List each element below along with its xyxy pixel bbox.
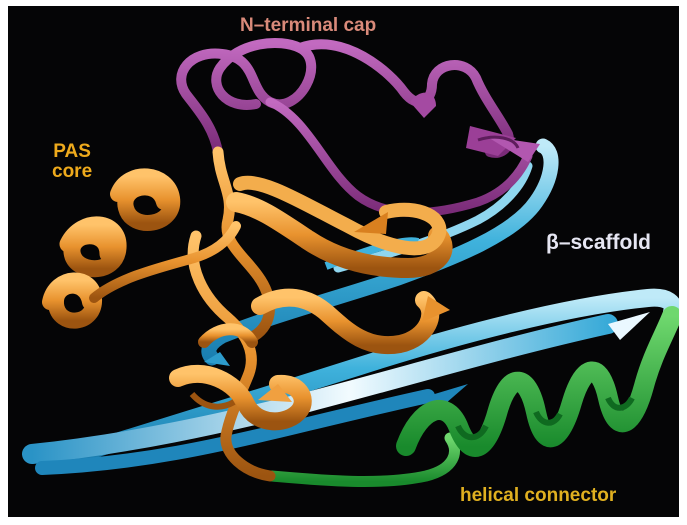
- structure-panel: N–terminal cap PAS core β–scaffold helic…: [8, 6, 679, 517]
- beta-scaffold-label: β–scaffold: [546, 232, 651, 254]
- n-terminal-cap-label: N–terminal cap: [240, 16, 376, 36]
- pas-core-label-line1: PAS: [52, 142, 92, 162]
- pas-core-ribbon: [50, 152, 450, 476]
- pas-core-label: PAS core: [52, 142, 92, 182]
- helical-connector-label: helical connector: [460, 486, 616, 506]
- pas-core-label-line2: core: [52, 162, 92, 182]
- protein-ribbon-diagram: [8, 6, 679, 517]
